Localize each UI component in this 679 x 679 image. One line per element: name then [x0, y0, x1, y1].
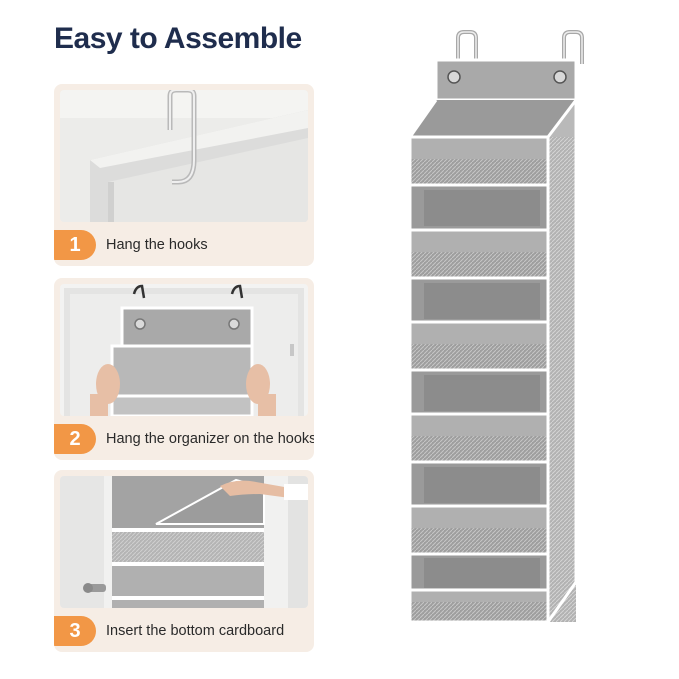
- insert-cardboard-photo: [60, 476, 308, 608]
- step-card-3: 3 Insert the bottom cardboard: [54, 470, 314, 652]
- step-number-badge: 1: [54, 230, 96, 260]
- step-label: Hang the hooks: [106, 237, 208, 253]
- step-card-1: 1 Hang the hooks: [54, 84, 314, 266]
- over-door-organizer-photo: [400, 22, 590, 662]
- door-hook-photo: [60, 90, 308, 222]
- step-row-3: 3 Insert the bottom cardboard: [54, 616, 314, 646]
- step-card-2: 2 Hang the organizer on the hooks: [54, 278, 314, 460]
- step-label: Insert the bottom cardboard: [106, 623, 285, 639]
- hanging-organizer-photo: [60, 284, 308, 416]
- step-row-2: 2 Hang the organizer on the hooks: [54, 424, 314, 454]
- step-row-1: 1 Hang the hooks: [54, 230, 314, 260]
- step-label: Hang the organizer on the hooks: [106, 431, 314, 447]
- step-number-badge: 3: [54, 616, 96, 646]
- step-number-badge: 2: [54, 424, 96, 454]
- page-title: Easy to Assemble: [54, 22, 302, 55]
